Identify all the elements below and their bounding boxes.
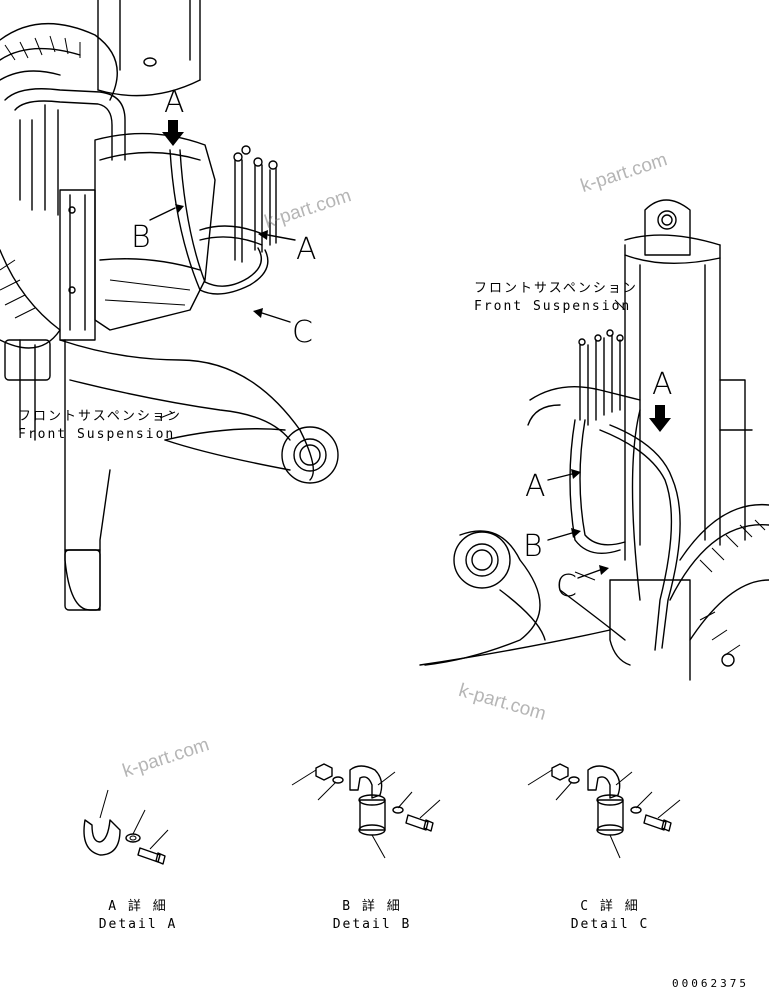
label-b-right: B xyxy=(523,529,543,564)
detail-a-drawing xyxy=(83,789,169,865)
left-assembly xyxy=(0,0,339,611)
detail-c-drawing xyxy=(527,763,681,859)
detail-c-caption-jp: C 詳 細 xyxy=(580,899,640,914)
arrow-a-top xyxy=(162,120,184,146)
label-a-top: A xyxy=(164,85,185,120)
right-assembly xyxy=(419,199,769,681)
detail-b-caption-en: Detail B xyxy=(332,917,412,932)
label-a-left: A xyxy=(296,232,317,267)
callout-front-suspension-en-left: Front Suspension xyxy=(18,427,176,442)
label-a-right: A xyxy=(525,469,546,504)
callout-front-suspension-jp-left: フロントサスペンション xyxy=(18,409,182,424)
detail-a-caption-en: Detail A xyxy=(98,917,178,932)
detail-a-caption-jp: A 詳 細 xyxy=(108,899,168,914)
detail-c-caption-en: Detail C xyxy=(570,917,650,932)
detail-b-drawing xyxy=(291,763,441,859)
drawing-number: 00062375 xyxy=(672,977,749,990)
detail-b-caption-jp: B 詳 細 xyxy=(342,899,402,914)
label-b-left: B xyxy=(131,220,151,255)
label-a-right-top: A xyxy=(652,367,673,402)
label-c-left: C xyxy=(292,315,313,350)
callout-front-suspension-jp-right: フロントサスペンション xyxy=(474,281,638,296)
label-c-right: C xyxy=(556,569,577,604)
arrow-a-right-top xyxy=(649,405,671,432)
callout-front-suspension-en-right: Front Suspension xyxy=(474,299,632,314)
